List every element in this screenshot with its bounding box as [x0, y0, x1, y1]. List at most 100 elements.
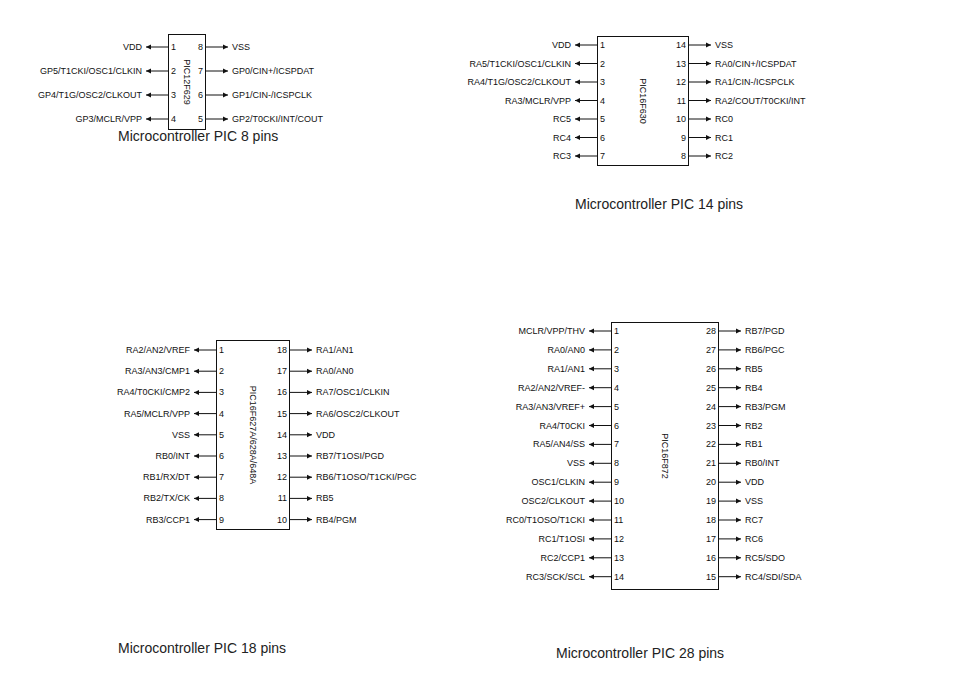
pin-arrow: [589, 461, 594, 466]
pin-arrow: [589, 480, 594, 485]
pin-label: 11: [278, 493, 287, 504]
pin-label: RB6/PGC: [745, 344, 785, 355]
pin-arrow: [736, 385, 741, 390]
pin-label: GP5/T1CKI/OSC1/CLKIN: [40, 66, 142, 77]
pin-label: VDD: [123, 42, 142, 53]
pin-label: RA4/T0CKI/CMP2: [117, 387, 190, 398]
pin-label: 8: [198, 42, 203, 53]
pin-arrow: [589, 518, 594, 523]
pin-label: 6: [614, 420, 619, 431]
pin-label: 7: [614, 439, 619, 450]
pin-label: 14: [676, 40, 686, 51]
pin-arrow: [706, 98, 711, 103]
pin-label: RC0/T1OSO/T1CKI: [506, 515, 585, 526]
pin-arrow: [736, 574, 741, 579]
caption: Microcontroller PIC 28 pins: [556, 645, 724, 661]
pin-label: RA3/AN3/VREF+: [516, 401, 585, 412]
pin-label: RC1/T1OSI: [538, 533, 585, 544]
pin-label: 25: [706, 382, 716, 393]
pin-arrow: [194, 411, 199, 416]
pin-label: VDD: [552, 40, 571, 51]
pin-label: 7: [600, 151, 605, 162]
pin-label: RC1: [715, 132, 733, 143]
pin-label: 26: [706, 363, 716, 374]
pin-label: RC5: [553, 114, 571, 125]
pin-label: 8: [614, 458, 619, 469]
pin-label: RA2/COUT/T0CKI/INT: [715, 95, 806, 106]
pin-arrow: [223, 93, 228, 98]
pin-label: 22: [706, 439, 716, 450]
caption: Microcontroller PIC 8 pins: [118, 128, 278, 144]
pin-arrow: [736, 366, 741, 371]
ic-package: PIC16F872: [611, 322, 719, 590]
pin-arrow: [589, 347, 594, 352]
part-number: PIC16F872: [660, 433, 670, 479]
pin-label: 14: [614, 571, 624, 582]
pin-label: 19: [706, 496, 716, 507]
pin-arrow: [736, 347, 741, 352]
pin-label: RC5/SDO: [745, 552, 785, 563]
pin-arrow: [575, 61, 580, 66]
pin-label: 28: [706, 326, 716, 337]
pin-label: 9: [219, 514, 224, 525]
pin-arrow: [307, 454, 312, 459]
pin-arrow: [706, 43, 711, 48]
pin-arrow: [194, 432, 199, 437]
pin-label: VSS: [567, 458, 585, 469]
pin-label: RC6: [745, 533, 763, 544]
pin-label: GP1/CIN-/ICSPCLK: [232, 90, 312, 101]
pin-label: RA5/T1CKI/OSC1/CLKIN: [469, 58, 571, 69]
pin-arrow: [194, 454, 199, 459]
pin-arrow: [575, 80, 580, 85]
pin-label: 4: [219, 408, 224, 419]
pin-label: 12: [614, 533, 624, 544]
pin-label: 1: [614, 326, 619, 337]
ic-package: PIC16F630: [597, 36, 689, 166]
pin-label: RA5/AN4/SS: [533, 439, 585, 450]
pin-arrow: [223, 45, 228, 50]
pin-label: RC4/SDI/SDA: [745, 571, 802, 582]
pin-label: RA2/AN2/VREF-: [518, 382, 585, 393]
pin-label: 3: [219, 387, 224, 398]
pin-label: 1: [219, 345, 224, 356]
pin-arrow: [736, 555, 741, 560]
pin-label: VSS: [232, 42, 250, 53]
pin-label: VDD: [316, 429, 335, 440]
pin-label: 16: [277, 387, 287, 398]
pin-label: 2: [600, 58, 605, 69]
pin-label: RC2/CCP1: [540, 552, 585, 563]
pin-label: 13: [614, 552, 624, 563]
pin-label: VDD: [745, 477, 764, 488]
pin-label: RA4/T0CKI: [539, 420, 585, 431]
pin-label: 5: [198, 114, 203, 125]
pin-label: OSC2/CLKOUT: [521, 496, 585, 507]
pin-label: RC4: [553, 132, 571, 143]
pin-label: 12: [277, 472, 287, 483]
pin-label: 11: [614, 515, 623, 526]
pin-arrow: [194, 390, 199, 395]
pin-arrow: [223, 69, 228, 74]
pin-label: RA3/MCLR/VPP: [505, 95, 571, 106]
pin-arrow: [589, 574, 594, 579]
pin-label: RB2/TX/CK: [143, 493, 190, 504]
pin-label: 2: [171, 66, 176, 77]
pin-label: 15: [706, 571, 716, 582]
pin-arrow: [307, 411, 312, 416]
pin-label: RB1/RX/DT: [143, 472, 190, 483]
pin-label: 9: [614, 477, 619, 488]
pin-arrow: [736, 536, 741, 541]
pin-label: 23: [706, 420, 716, 431]
pin-arrow: [194, 475, 199, 480]
part-number: PIC16F627A/628A/648A: [248, 386, 258, 485]
pin-arrow: [575, 135, 580, 140]
pin-arrow: [194, 496, 199, 501]
pin-label: RB0/INT: [745, 458, 780, 469]
pin-arrow: [706, 117, 711, 122]
pin-label: 5: [219, 429, 224, 440]
pin-label: 8: [219, 493, 224, 504]
pin-label: 2: [614, 344, 619, 355]
pin-label: 6: [600, 132, 605, 143]
pin-label: 10: [614, 496, 624, 507]
pin-label: 9: [681, 132, 686, 143]
